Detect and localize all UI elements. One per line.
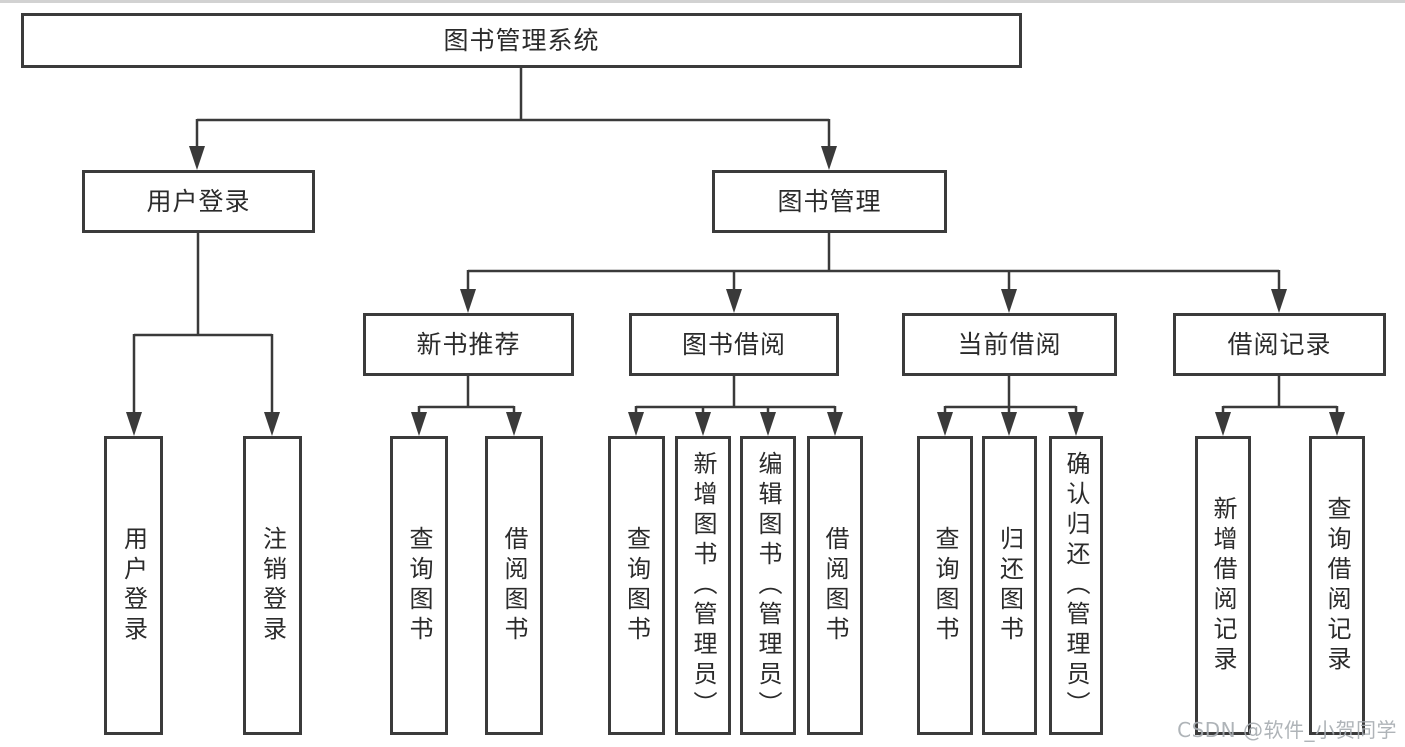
arrowhead-cb-return xyxy=(1001,412,1017,436)
leaf-add-books-admin: 新增图书（管理员） xyxy=(675,436,731,735)
arrowhead-borrowrecord xyxy=(1271,289,1287,313)
leaf-borrow-books-label: 借阅图书 xyxy=(821,525,849,646)
node-book-borrowing-label: 图书借阅 xyxy=(681,330,786,359)
leaf-logout-label: 注销登录 xyxy=(258,525,287,646)
arrowhead-user-login xyxy=(189,146,205,170)
csdn-watermark: CSDN @软件_小贺同学 xyxy=(1177,718,1397,742)
leaf-edit-books-admin-label: 编辑图书（管理员） xyxy=(754,450,782,721)
arrowhead-currentborrow xyxy=(1001,289,1017,313)
arrowhead-leaf-login xyxy=(126,412,142,436)
leaf-return-books: 归还图书 xyxy=(982,436,1037,735)
leaf-current-query-books-label: 查询图书 xyxy=(931,525,959,646)
page-top-divider xyxy=(0,0,1405,3)
leaf-confirm-return-admin: 确认归还（管理员） xyxy=(1049,436,1103,735)
node-user-login: 用户登录 xyxy=(82,170,315,233)
leaf-query-borrow-record: 查询借阅记录 xyxy=(1309,436,1365,735)
leaf-newbook-query-books: 查询图书 xyxy=(390,436,448,735)
node-new-book-recommend: 新书推荐 xyxy=(363,313,574,376)
node-borrowing-records: 借阅记录 xyxy=(1173,313,1386,376)
leaf-newbook-query-books-label: 查询图书 xyxy=(405,525,433,646)
leaf-borrow-books: 借阅图书 xyxy=(807,436,863,735)
arrowhead-newbook xyxy=(460,289,476,313)
arrowhead-book-mgmt xyxy=(821,146,837,170)
leaf-add-books-admin-label: 新增图书（管理员） xyxy=(689,450,717,721)
leaf-add-borrow-record-label: 新增借阅记录 xyxy=(1209,495,1237,676)
arrowhead-bb-add xyxy=(695,412,711,436)
arrowhead-bb-borrow xyxy=(827,412,843,436)
node-root-label: 图书管理系统 xyxy=(443,26,600,55)
node-book-management: 图书管理 xyxy=(712,170,947,233)
leaf-logout: 注销登录 xyxy=(243,436,302,735)
arrowhead-br-add xyxy=(1215,412,1231,436)
arrowhead-br-query xyxy=(1329,412,1345,436)
arrowhead-nb-query xyxy=(411,412,427,436)
node-book-borrowing: 图书借阅 xyxy=(629,313,839,376)
leaf-add-borrow-record: 新增借阅记录 xyxy=(1195,436,1251,735)
leaf-newbook-borrow-books: 借阅图书 xyxy=(485,436,543,735)
node-book-management-label: 图书管理 xyxy=(777,187,882,216)
connector-arrowheads xyxy=(126,146,1345,436)
arrowhead-cb-confirm xyxy=(1068,412,1084,436)
arrowhead-leaf-logout xyxy=(264,412,280,436)
leaf-query-borrow-record-label: 查询借阅记录 xyxy=(1323,495,1351,676)
node-current-borrowing-label: 当前借阅 xyxy=(957,330,1062,359)
leaf-return-books-label: 归还图书 xyxy=(995,525,1024,646)
leaf-edit-books-admin: 编辑图书（管理员） xyxy=(740,436,796,735)
leaf-confirm-return-admin-label: 确认归还（管理员） xyxy=(1062,450,1090,721)
arrowhead-bb-query xyxy=(628,412,644,436)
arrowhead-nb-borrow xyxy=(506,412,522,436)
leaf-newbook-borrow-books-label: 借阅图书 xyxy=(500,525,528,646)
node-new-book-recommend-label: 新书推荐 xyxy=(416,330,521,359)
arrowhead-bb-edit xyxy=(760,412,776,436)
leaf-current-query-books: 查询图书 xyxy=(917,436,973,735)
leaf-borrow-query-books-label: 查询图书 xyxy=(622,525,651,646)
arrowhead-bookborrow xyxy=(726,289,742,313)
node-user-login-label: 用户登录 xyxy=(146,187,251,216)
leaf-user-login-label: 用户登录 xyxy=(119,525,148,646)
arrowhead-cb-query xyxy=(937,412,953,436)
node-root-system: 图书管理系统 xyxy=(21,13,1022,68)
leaf-borrow-query-books: 查询图书 xyxy=(608,436,665,735)
leaf-user-login: 用户登录 xyxy=(104,436,163,735)
node-borrowing-records-label: 借阅记录 xyxy=(1227,330,1332,359)
node-current-borrowing: 当前借阅 xyxy=(902,313,1117,376)
